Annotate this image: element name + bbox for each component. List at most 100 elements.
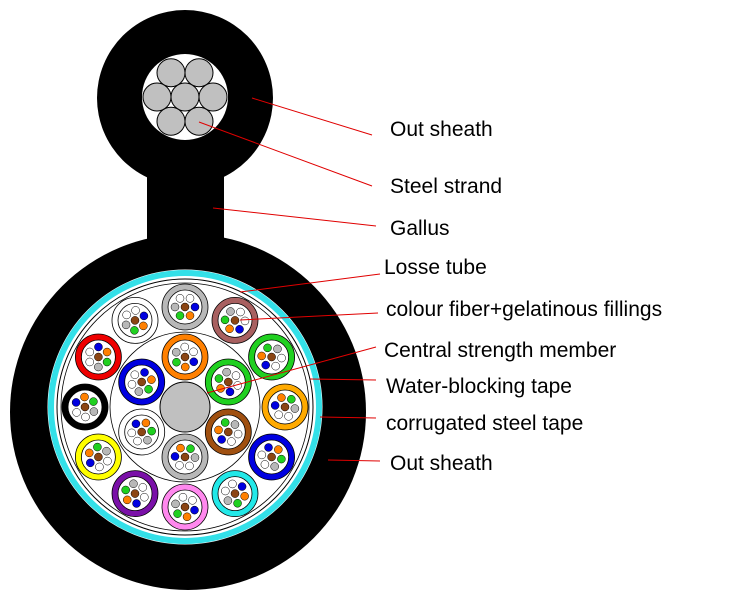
steel-strand: [142, 58, 228, 136]
fiber: [267, 352, 276, 362]
leader-line: [206, 346, 377, 394]
fiber: [284, 412, 293, 421]
fiber: [274, 410, 283, 420]
fiber: [228, 479, 237, 489]
fiber: [121, 320, 131, 330]
fiber: [140, 492, 149, 502]
fiber: [131, 419, 141, 429]
fiber: [240, 491, 249, 501]
fiber: [130, 326, 139, 335]
fiber: [225, 324, 234, 334]
fiber: [237, 482, 247, 491]
fiber: [122, 310, 131, 320]
fiber: [180, 302, 190, 312]
fiber: [134, 387, 144, 396]
fiber: [257, 450, 267, 460]
fiber: [80, 392, 89, 402]
fiber: [224, 427, 233, 437]
strand-wire: [198, 82, 228, 112]
inner-ring-line: [56, 278, 314, 536]
fiber: [170, 452, 180, 461]
fiber: [129, 479, 138, 488]
fiber: [95, 462, 104, 472]
fiber: [137, 427, 146, 437]
leader-line: [239, 312, 379, 321]
fiber: [102, 347, 112, 357]
fiber: [180, 352, 190, 362]
leader-line: [309, 378, 377, 381]
fiber: [257, 351, 266, 361]
fiber: [170, 302, 180, 312]
fiber: [226, 307, 235, 316]
fiber: [138, 483, 148, 492]
fiber: [122, 495, 132, 505]
fiber: [85, 448, 94, 458]
loose-tubes: [61, 283, 309, 531]
fiber: [144, 385, 153, 394]
fiber: [230, 316, 240, 325]
fiber: [267, 452, 276, 462]
fiber: [240, 316, 250, 326]
fiber: [121, 485, 130, 495]
strand-wire: [170, 82, 200, 112]
fiber: [103, 456, 112, 466]
fiber: [94, 342, 103, 352]
fiber: [94, 452, 103, 462]
fiber: [175, 294, 185, 303]
fiber: [71, 398, 81, 407]
inner-layer-line: [109, 331, 261, 483]
fiber: [231, 371, 241, 380]
fiber: [186, 444, 195, 453]
fiber: [230, 420, 240, 429]
fiber: [214, 374, 224, 383]
fiber: [180, 362, 190, 372]
strand-wire: [142, 82, 172, 112]
fiber: [188, 496, 197, 505]
fiber: [172, 357, 181, 367]
fiber: [236, 307, 245, 317]
leader-lines: [198, 97, 381, 462]
fiber: [180, 342, 190, 352]
fiber: [72, 408, 81, 417]
fiber: [133, 436, 142, 446]
strand-wire: [156, 106, 186, 136]
fiber: [190, 302, 200, 312]
fiber: [290, 404, 300, 413]
label-loose-tube: Losse tube: [384, 256, 487, 279]
fiber: [93, 442, 102, 452]
fiber: [222, 367, 231, 377]
central-strength-member: [159, 381, 211, 433]
fiber: [270, 401, 280, 410]
fiber: [235, 325, 244, 334]
fiber: [280, 402, 290, 412]
fiber: [260, 460, 270, 469]
fiber: [221, 486, 230, 496]
leader-line: [319, 416, 377, 419]
fiber: [271, 361, 280, 371]
fiber: [140, 368, 149, 377]
fiber: [131, 306, 140, 315]
fiber: [89, 407, 99, 416]
cable-cross-section: [10, 10, 366, 590]
fiber: [171, 499, 180, 509]
fiber: [102, 357, 112, 367]
fiber: [233, 499, 242, 508]
fiber: [130, 489, 140, 498]
label-out-sheath-bottom: Out sheath: [390, 452, 493, 475]
label-out-sheath-top: Out sheath: [390, 118, 493, 141]
fiber: [180, 502, 190, 512]
fiber: [264, 443, 273, 452]
fiber: [223, 496, 233, 505]
fiber: [263, 343, 272, 353]
fiber: [190, 505, 199, 515]
fiber: [277, 454, 286, 464]
fiber: [220, 315, 230, 325]
water-blocking-tape: [48, 270, 322, 544]
fiber: [233, 429, 243, 439]
fiber: [178, 492, 188, 502]
fiber: [127, 428, 136, 438]
fiber: [217, 435, 226, 444]
fiber: [189, 357, 199, 367]
fiber: [224, 377, 233, 387]
